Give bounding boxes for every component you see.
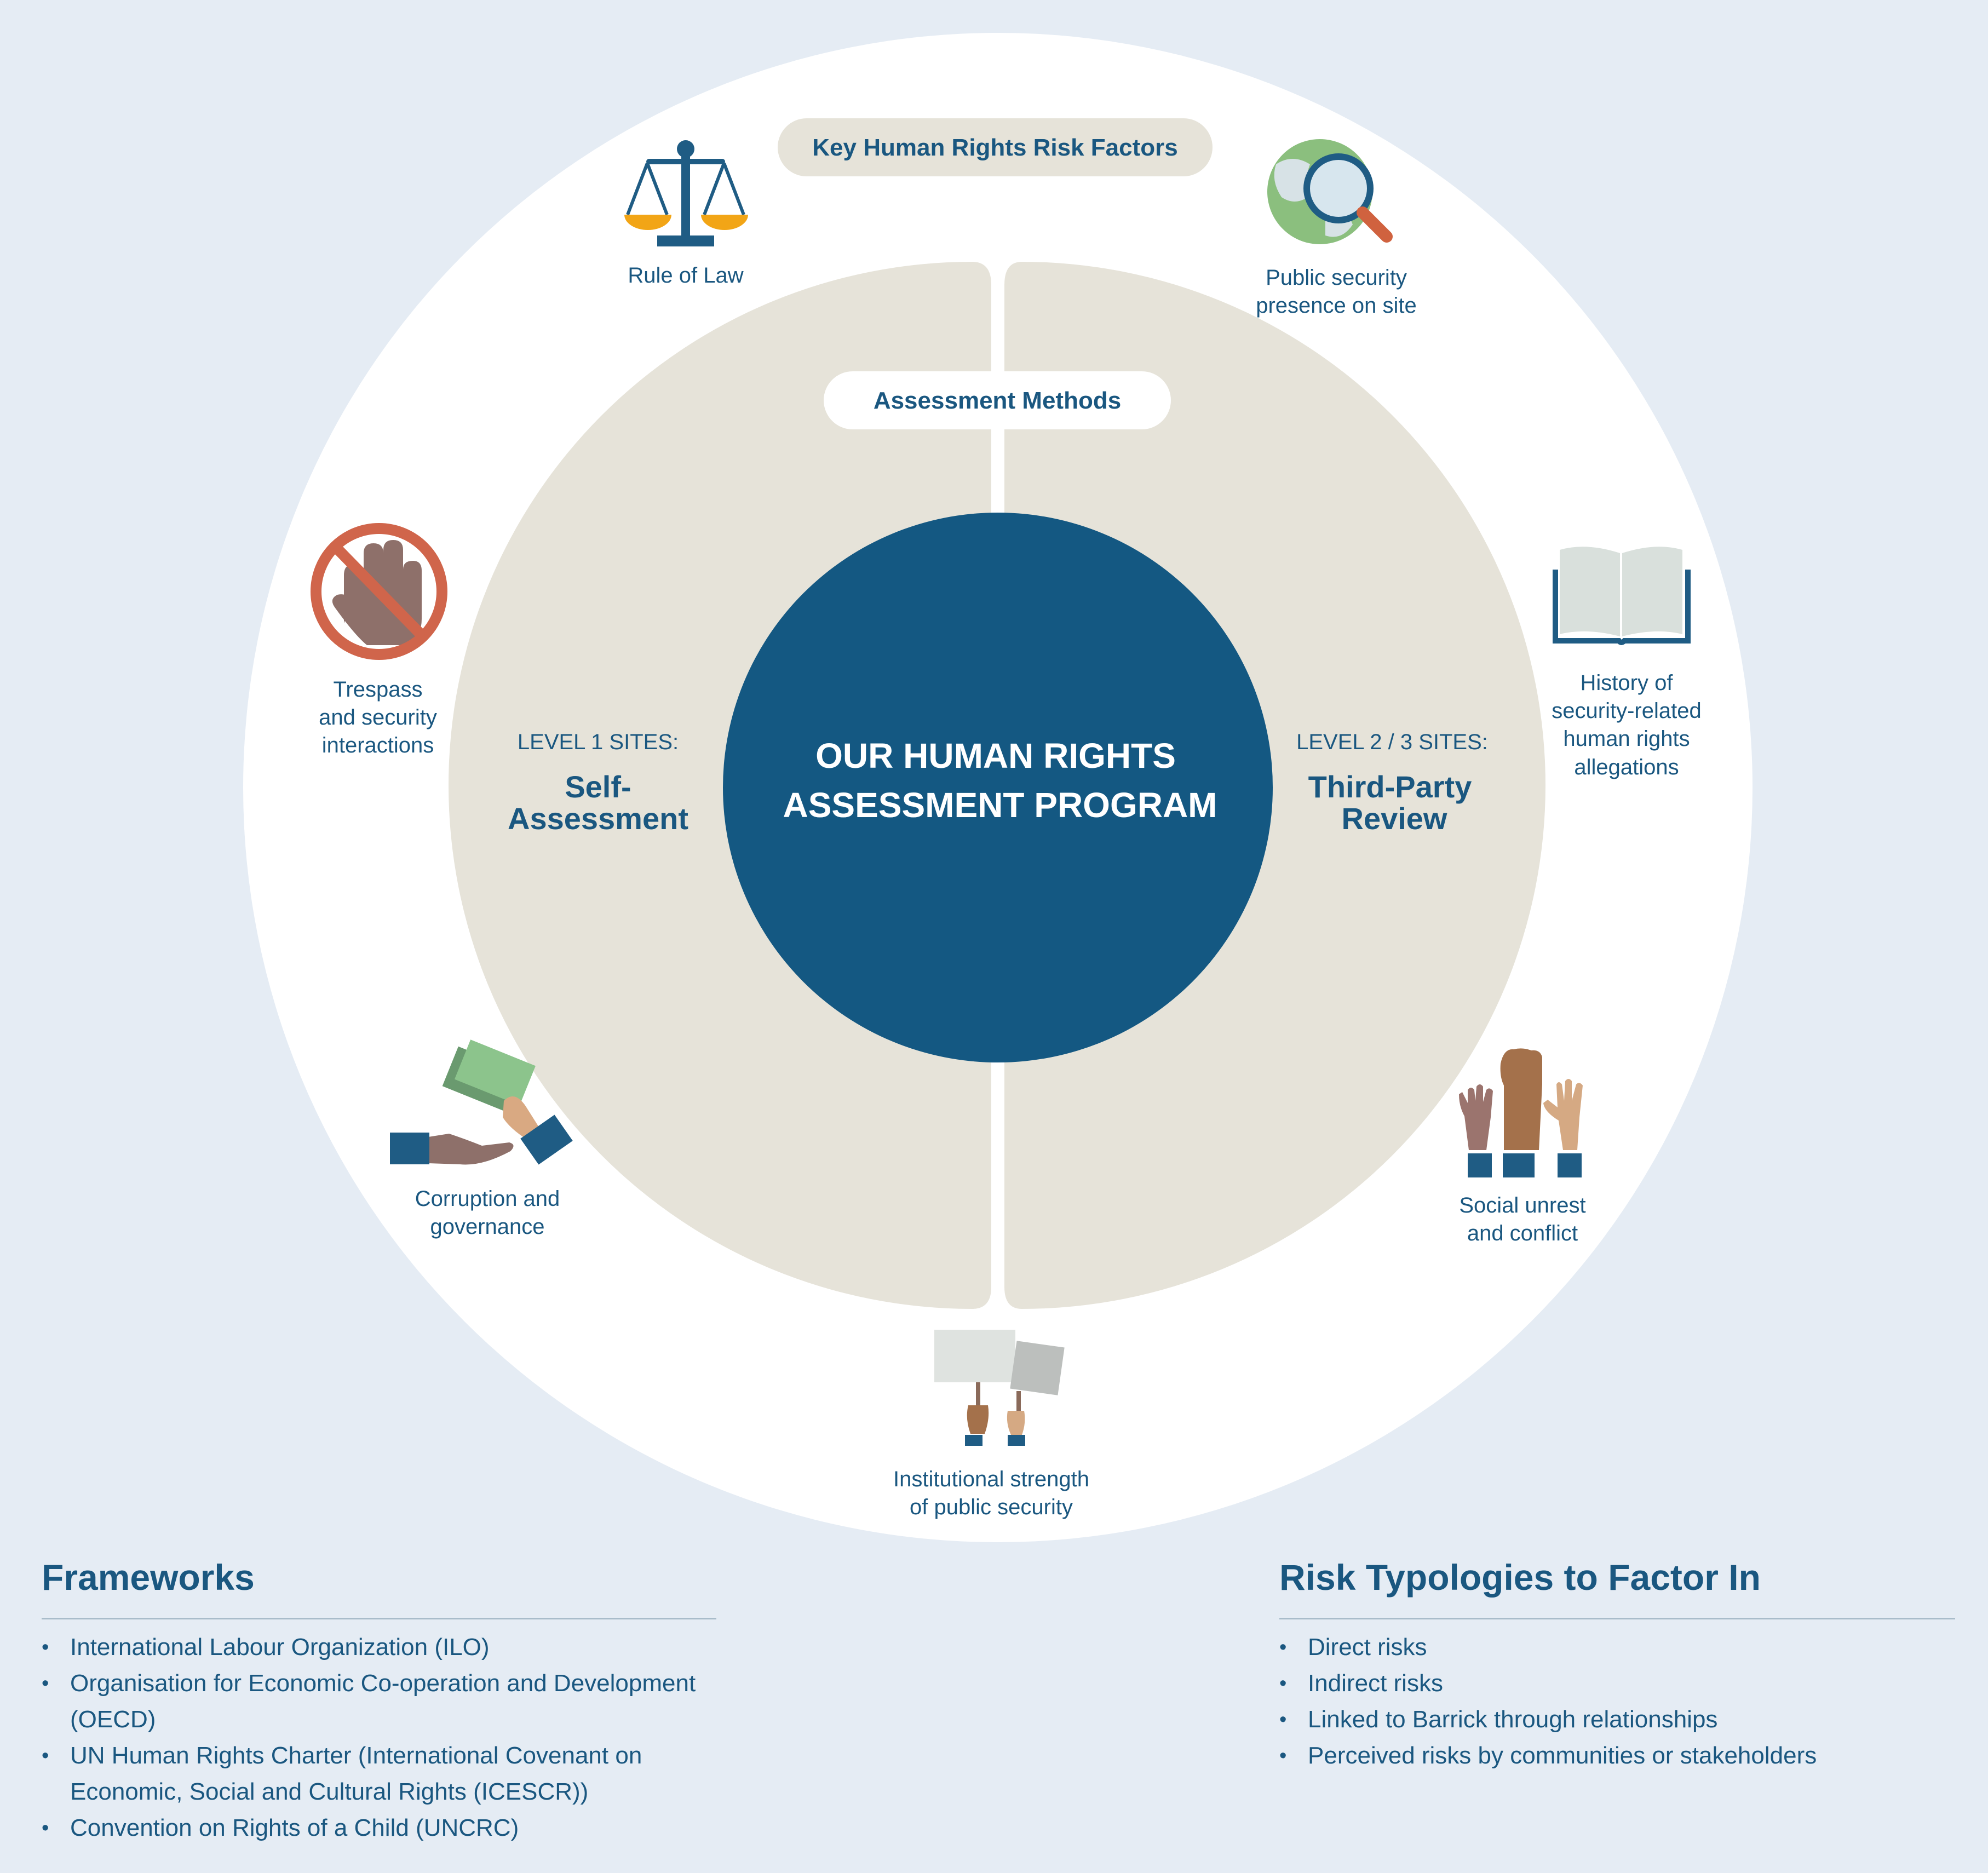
assessment-program-diagram: OUR HUMAN RIGHTS ASSESSMENT PROGRAM Key … (243, 33, 1753, 1542)
risk-factors-label: Key Human Rights Risk Factors (812, 134, 1178, 161)
label-line: Rule of Law (628, 263, 744, 288)
label-line: Social unrest (1459, 1193, 1586, 1217)
label-line: security-related (1552, 699, 1702, 723)
left-title-line2: Assessment (508, 801, 688, 836)
label-line: of public security (910, 1495, 1073, 1520)
label-line: Trespass (333, 677, 423, 702)
list-item: UN Human Rights Charter (International C… (42, 1738, 716, 1810)
money-handover-icon (390, 1039, 573, 1165)
list-item: Direct risks (1279, 1629, 1955, 1665)
frameworks-divider (42, 1618, 716, 1619)
frameworks-list: International Labour Organization (ILO) … (42, 1629, 716, 1846)
center-title-line1: OUR HUMAN RIGHTS (815, 736, 1176, 775)
risk-typologies-section: Risk Typologies to Factor In Direct risk… (1279, 1556, 1955, 1774)
public-security-label: Public security presence on site (1227, 264, 1446, 320)
corruption-label: Corruption and governance (378, 1185, 597, 1241)
left-half-self-assessment (449, 262, 991, 1309)
left-title-line1: Self- (565, 769, 631, 804)
list-item: Convention on Rights of a Child (UNCRC) (42, 1810, 716, 1846)
list-item: Linked to Barrick through relationships (1279, 1702, 1955, 1738)
list-item: International Labour Organization (ILO) (42, 1629, 716, 1665)
assessment-methods-pill (824, 371, 1171, 429)
center-title-line2: ASSESSMENT PROGRAM (783, 785, 1217, 825)
label-line: governance (430, 1215, 545, 1239)
scales-icon (624, 140, 748, 246)
list-item: Organisation for Economic Co-operation a… (42, 1665, 716, 1738)
label-line: and security (319, 705, 437, 730)
history-allegations-label: History of security-related human rights… (1528, 669, 1725, 782)
right-half-third-party-review (1004, 262, 1545, 1309)
risk-typologies-list: Direct risks Indirect risks Linked to Ba… (1279, 1629, 1955, 1774)
list-item: Indirect risks (1279, 1665, 1955, 1702)
stop-hand-icon (311, 523, 447, 660)
globe-magnifier-icon (1267, 139, 1393, 244)
risk-factors-pill (778, 118, 1213, 176)
label-line: Institutional strength (893, 1467, 1089, 1491)
label-line: and conflict (1467, 1221, 1578, 1246)
open-book-icon (1553, 547, 1691, 645)
frameworks-title: Frameworks (42, 1557, 255, 1598)
frameworks-section: Frameworks International Labour Organiza… (42, 1556, 716, 1846)
social-unrest-label: Social unrest and conflict (1435, 1192, 1610, 1248)
risk-typologies-title: Risk Typologies to Factor In (1279, 1557, 1761, 1598)
right-title-line1: Third-Party (1308, 769, 1472, 804)
label-line: Public security (1266, 266, 1407, 290)
protest-signs-icon (934, 1330, 1065, 1446)
assessment-methods-label: Assessment Methods (874, 387, 1121, 414)
label-line: interactions (321, 733, 434, 758)
label-line: allegations (1574, 755, 1679, 779)
label-line: Corruption and (415, 1187, 560, 1211)
risk-typologies-divider (1279, 1618, 1955, 1619)
trespass-label: Trespass and security interactions (290, 676, 466, 760)
institutional-strength-label: Institutional strength of public securit… (854, 1466, 1128, 1521)
label-line: History of (1580, 671, 1673, 695)
label-line: presence on site (1256, 294, 1417, 318)
center-circle (723, 513, 1273, 1062)
raised-hands-icon (1459, 1048, 1583, 1177)
left-level-label: LEVEL 1 SITES: (518, 730, 679, 754)
list-item: Perceived risks by communities or stakeh… (1279, 1738, 1955, 1774)
rule-of-law-label: Rule of Law (598, 262, 773, 290)
label-line: human rights (1563, 727, 1690, 751)
right-title-line2: Review (1342, 801, 1447, 836)
right-level-label: LEVEL 2 / 3 SITES: (1296, 730, 1488, 754)
